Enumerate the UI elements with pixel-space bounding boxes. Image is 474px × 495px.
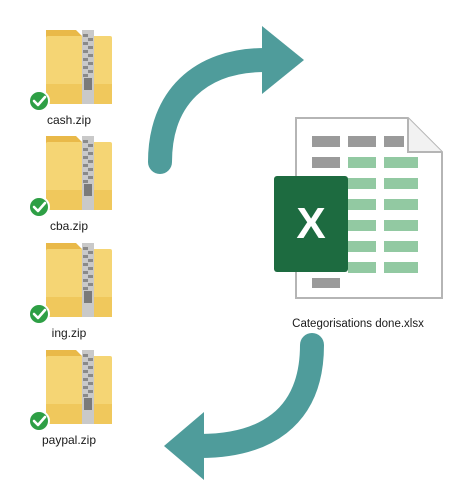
zip-file-name: cash.zip xyxy=(46,113,92,127)
zip-file-name: ing.zip xyxy=(51,326,87,340)
zip-file-cba[interactable]: cba.zip xyxy=(20,128,118,233)
zip-file-ing[interactable]: ing.zip xyxy=(20,235,118,340)
excel-file-name: Categorisations done.xlsx xyxy=(292,318,424,330)
zip-file-paypal[interactable]: paypal.zip xyxy=(20,342,118,447)
sync-check-icon xyxy=(28,410,50,432)
excel-icon: X xyxy=(274,176,348,272)
zip-folder-icon xyxy=(28,350,112,432)
sync-check-icon xyxy=(28,303,50,325)
zip-file-cash[interactable]: cash.zip xyxy=(20,22,118,127)
zip-file-name: cba.zip xyxy=(49,219,89,233)
excel-file-icon[interactable]: X xyxy=(270,110,470,310)
zip-folder-icon xyxy=(28,136,112,218)
sync-check-icon xyxy=(28,90,50,112)
zip-folder-icon xyxy=(28,243,112,325)
zip-file-name: paypal.zip xyxy=(41,433,97,447)
sync-check-icon xyxy=(28,196,50,218)
svg-text:X: X xyxy=(296,199,325,248)
zip-folder-icon xyxy=(28,30,112,112)
